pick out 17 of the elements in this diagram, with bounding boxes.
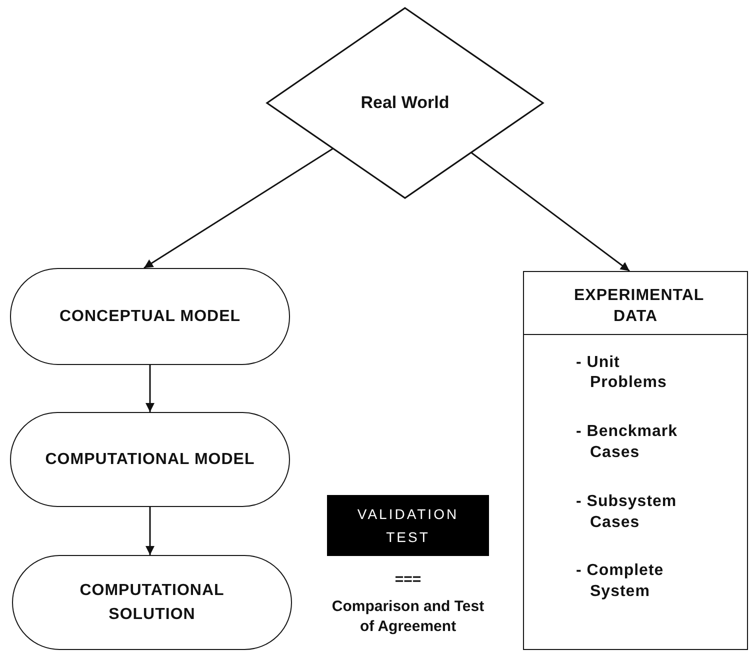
note-text: Comparison and Test of Agreement bbox=[330, 597, 486, 636]
list-item: - Subsystem Cases bbox=[576, 492, 678, 533]
terminal-box: COMPUTATIONAL MODEL bbox=[10, 412, 290, 507]
data-panel bbox=[523, 271, 748, 650]
panel-heading: EXPERIMENTAL DATA bbox=[524, 272, 747, 335]
arrow bbox=[146, 365, 154, 412]
list-item: - Unit Problems bbox=[576, 352, 668, 394]
node-label: Real World bbox=[360, 93, 450, 113]
arrow bbox=[144, 148, 334, 269]
list-item: - Complete System bbox=[576, 561, 665, 602]
arrow bbox=[470, 152, 630, 272]
list-item: - Benckmark Cases bbox=[576, 422, 679, 463]
equivalence-sign: === bbox=[394, 570, 422, 590]
terminal-box: COMPUTATIONAL SOLUTION bbox=[12, 555, 292, 650]
terminal-box: CONCEPTUAL MODEL bbox=[10, 268, 290, 365]
arrow bbox=[146, 507, 154, 555]
highlight-box: VALIDATION TEST bbox=[327, 495, 489, 556]
